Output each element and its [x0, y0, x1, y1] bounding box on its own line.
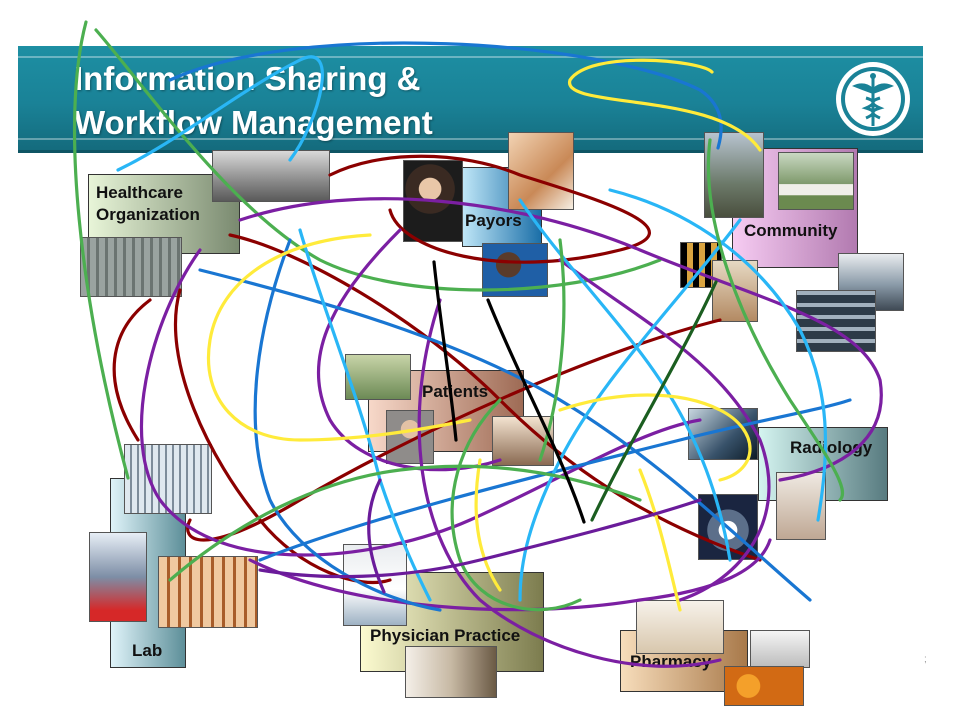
church-interior-photo	[712, 260, 758, 322]
pharmacy-label: Pharmacy	[630, 652, 712, 671]
caduceus-icon	[836, 62, 910, 136]
doctor-photo	[343, 544, 407, 626]
healthcare-org-label: Healthcare Organization	[96, 183, 200, 224]
lab-label: Lab	[132, 641, 163, 660]
group-patients-photo	[345, 354, 411, 400]
radiology-label: Radiology	[790, 438, 873, 457]
mortar-pestle-photo	[750, 630, 810, 668]
lab-samples-photo	[158, 556, 258, 628]
test-tubes-photo	[124, 444, 212, 514]
microscope-photo	[89, 532, 147, 622]
pills-photo	[724, 666, 804, 706]
classroom-photo	[796, 290, 876, 352]
pharmacist-photo	[636, 600, 724, 654]
hands-paperwork-photo	[508, 132, 574, 210]
connection-line	[112, 298, 152, 442]
town-photo	[212, 150, 330, 202]
title-line-1: Information Sharing &	[74, 60, 421, 97]
child-payors-photo	[482, 243, 548, 297]
patient-child-photo	[492, 416, 554, 466]
connection-line	[258, 498, 702, 579]
nurses-photo	[405, 646, 497, 698]
physician-practice-label: Physician Practice	[370, 626, 521, 645]
elderly-patient-photo	[386, 410, 434, 464]
village-photo	[704, 132, 764, 218]
lab-tech-radiology-photo	[776, 472, 826, 540]
connection-line	[474, 458, 502, 592]
hospital-building-photo	[80, 237, 182, 297]
payors-label: Payors	[465, 211, 522, 230]
xray-review-photo	[688, 408, 758, 460]
connection-line	[173, 288, 392, 585]
connection-line	[638, 468, 682, 612]
title-line-2: Workflow Management	[74, 104, 433, 141]
community-label: Community	[744, 221, 838, 240]
mri-scan-photo	[698, 494, 758, 560]
cottage-photo	[778, 152, 854, 210]
stray-mark: ;	[924, 654, 927, 665]
connection-line	[590, 280, 718, 522]
woman-on-phone-photo	[403, 160, 463, 242]
patients-label: Patients	[422, 382, 489, 401]
banner-stripe	[18, 56, 923, 58]
